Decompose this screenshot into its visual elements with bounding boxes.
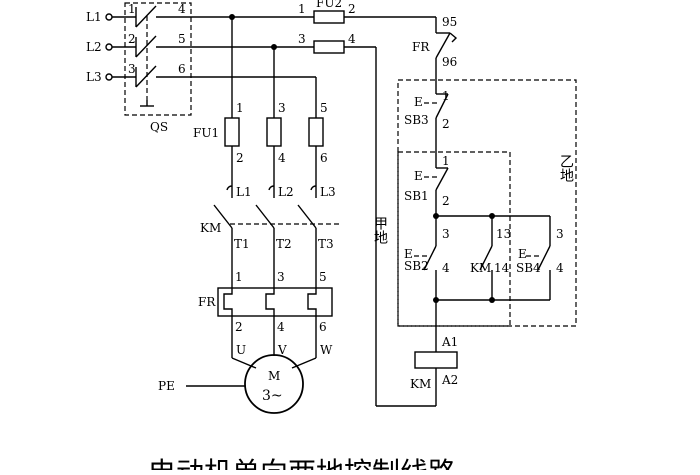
km-aux-13: 13 <box>496 227 511 241</box>
sb4-label: SB4 <box>516 261 541 275</box>
coil-a1: A1 <box>441 335 458 349</box>
sb4-terminal-4: 4 <box>556 261 564 275</box>
sb1-stop-button: E SB1 1 2 <box>404 154 450 216</box>
sb3-terminal-2: 2 <box>442 117 450 131</box>
fr-bottom-2: 2 <box>235 320 243 334</box>
power-input-terminals: L1 L2 L3 <box>86 10 136 84</box>
qs-isolator-switch: 1 2 3 4 5 6 QS <box>124 2 316 134</box>
qs-terminal-4: 4 <box>178 2 186 16</box>
coil-a2: A2 <box>441 373 458 387</box>
fr-top-5: 5 <box>319 270 327 284</box>
fr-heater-label: FR <box>198 295 216 309</box>
fu2-terminal-3: 3 <box>298 32 306 46</box>
km-contact-label: KM <box>200 221 221 235</box>
motor-label: M <box>268 369 280 383</box>
fu1-out-3: 6 <box>320 151 328 165</box>
km-t3-label: T3 <box>318 237 334 251</box>
km-t1-label: T1 <box>234 237 250 251</box>
fr-bottom-6: 6 <box>319 320 327 334</box>
fu1-label: FU1 <box>193 126 219 140</box>
motor-u-label: U <box>236 343 246 357</box>
fr-thermal-relay: FR 1 3 5 2 4 6 <box>198 270 333 334</box>
fu1-main-fuses: FU1 1 3 5 2 4 6 <box>193 101 328 186</box>
km-l1-label: L1 <box>236 185 252 199</box>
fr-bottom-4: 4 <box>277 320 285 334</box>
qs-terminal-5: 5 <box>178 32 186 46</box>
fr-top-3: 3 <box>277 270 285 284</box>
km-l2-label: L2 <box>278 185 294 199</box>
km-coil: A1 A2 KM <box>375 47 458 407</box>
fu1-in-1: 1 <box>236 101 244 115</box>
pe-label: PE <box>158 379 175 393</box>
fu2-control-fuses: FU2 1 2 3 4 <box>232 0 436 54</box>
sb3-stop-button: E SB3 1 2 <box>404 88 450 160</box>
km-l3-label: L3 <box>320 185 336 199</box>
l2-label: L2 <box>86 40 102 54</box>
motor-m3: U V W M 3~ PE <box>158 316 333 414</box>
qs-terminal-3: 3 <box>128 62 136 76</box>
fu2-terminal-2: 2 <box>348 2 356 16</box>
sb1-terminal-1: 1 <box>442 154 450 168</box>
motor-v-label: V <box>277 343 287 357</box>
qs-label: QS <box>150 120 168 134</box>
km-aux-label: KM <box>470 261 491 275</box>
sb3-terminal-1: 1 <box>442 89 450 103</box>
sb3-label: SB3 <box>404 113 429 127</box>
qs-terminal-1: 1 <box>128 2 136 16</box>
km-t2-label: T2 <box>276 237 292 251</box>
fu1-in-2: 3 <box>278 101 286 115</box>
fr-top-1: 1 <box>235 270 243 284</box>
fu1-out-1: 2 <box>236 151 244 165</box>
coil-label: KM <box>410 377 431 391</box>
sb4-terminal-3: 3 <box>556 227 564 241</box>
sb1-label: SB1 <box>404 189 429 203</box>
zone-jia-label: 甲地 <box>372 216 388 244</box>
sb2-e: E <box>404 247 413 261</box>
km-aux-14: 14 <box>494 261 510 275</box>
sb4-e: E <box>518 247 527 261</box>
zone-jia-box <box>397 151 511 327</box>
zone-yi-label: 乙地 <box>558 154 574 182</box>
fu1-in-3: 5 <box>320 101 328 115</box>
l1-label: L1 <box>86 10 102 24</box>
sb1-terminal-2: 2 <box>442 194 450 208</box>
motor-w-label: W <box>320 343 333 357</box>
qs-terminal-6: 6 <box>178 62 186 76</box>
fr-nc-contact: FR 95 96 <box>412 15 457 88</box>
main-circuit-wiring <box>229 14 317 118</box>
fu2-terminal-1: 1 <box>298 2 306 16</box>
sb2-label: SB2 <box>404 259 429 273</box>
motor-phase-label: 3~ <box>262 388 283 404</box>
fu1-out-2: 4 <box>278 151 286 165</box>
sb2-terminal-3: 3 <box>442 227 450 241</box>
qs-terminal-2: 2 <box>128 32 136 46</box>
sb3-e: E <box>414 95 423 109</box>
fr-96-label: 96 <box>442 55 457 69</box>
l3-label: L3 <box>86 70 102 84</box>
sb2-terminal-4: 4 <box>442 261 450 275</box>
sb1-e: E <box>414 169 423 183</box>
fr-95-label: 95 <box>442 15 457 29</box>
km-main-contacts: L1 L2 L3 KM T1 T2 T3 <box>200 185 340 288</box>
fr-contact-label: FR <box>412 40 430 54</box>
diagram-caption: 电动机单向两地控制线路 <box>148 456 456 470</box>
fu2-terminal-4: 4 <box>348 32 356 46</box>
start-button-parallel-branch: E SB2 3 4 KM 13 14 E SB4 3 4 <box>404 213 564 303</box>
fu2-label: FU2 <box>316 0 342 10</box>
